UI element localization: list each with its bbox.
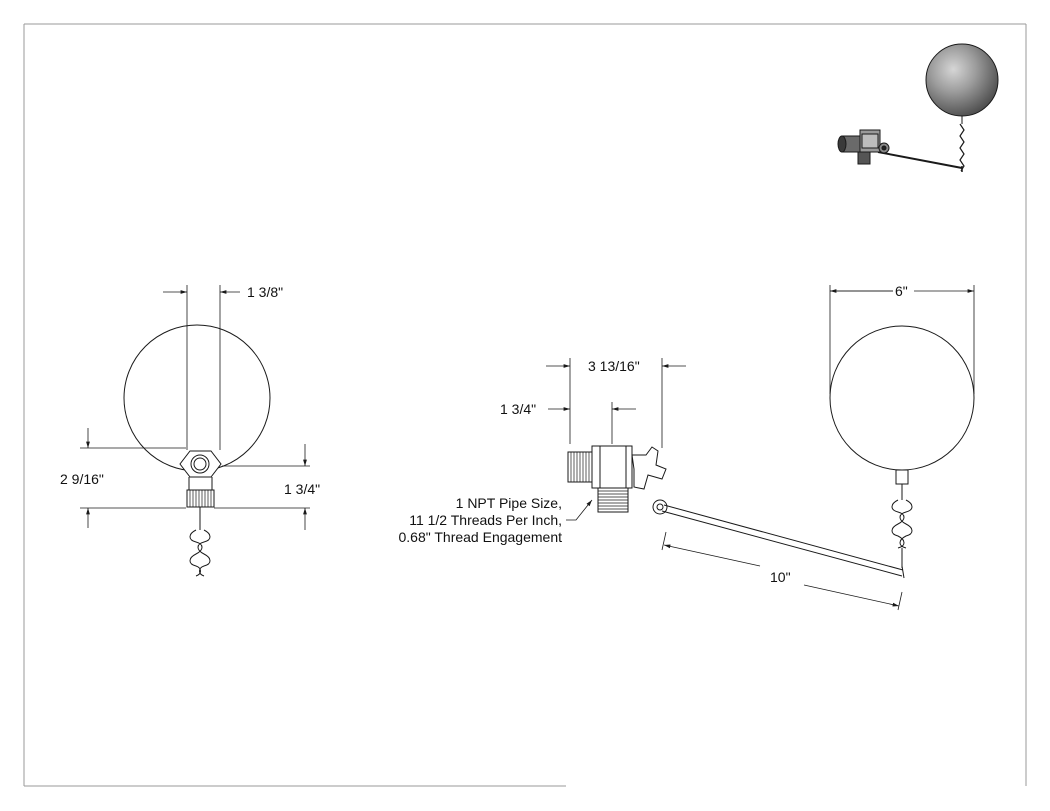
sheet-frame (23, 23, 1027, 787)
side-view-float-ball (829, 325, 975, 471)
thread-note-line-3: 0.68" Thread Engagement (399, 529, 563, 545)
dim-width-top: 1 3/8" (247, 284, 283, 300)
iso-view-valve (837, 129, 890, 165)
iso-view-float-arm (877, 151, 963, 169)
side-view-chain (891, 499, 913, 568)
thread-note-line-2: 11 1/2 Threads Per Inch, (409, 512, 562, 528)
dim-ball-diameter: 6" (895, 283, 908, 299)
end-view-hex-nut (179, 450, 222, 478)
iso-view-float-ball (925, 43, 999, 117)
dim-top-overall: 3 13/16" (588, 358, 640, 374)
dim-arm-length: 10" (770, 569, 791, 585)
side-view-dimensions (546, 285, 975, 611)
thread-note-line-1: 1 NPT Pipe Size, (456, 495, 562, 511)
dim-top-inner: 1 3/4" (500, 401, 536, 417)
side-view-valve-body (591, 445, 633, 489)
end-view (123, 324, 271, 577)
iso-view-chain (959, 123, 965, 172)
side-view-lever (631, 446, 667, 490)
side-view-float-arm (663, 504, 904, 571)
iso-view (837, 43, 999, 172)
side-view (567, 325, 975, 579)
end-view-chain (189, 529, 211, 577)
dim-height-right: 1 3/4" (284, 481, 320, 497)
end-view-dimensions (80, 285, 310, 530)
dim-height-left: 2 9/16" (60, 471, 104, 487)
end-view-float-ball (123, 324, 271, 472)
end-view-thread (186, 489, 215, 508)
